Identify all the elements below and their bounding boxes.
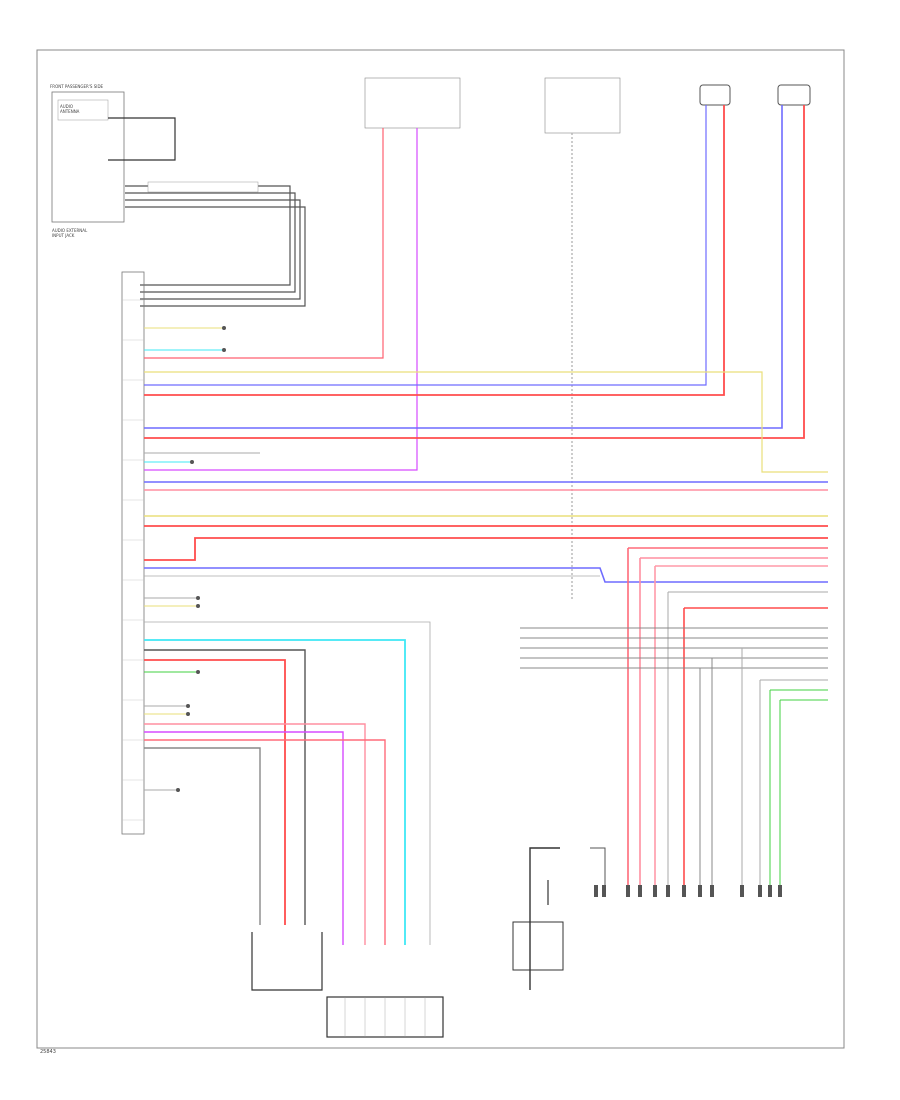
subwoofer-connector-row [594,885,782,897]
wire-group-right-mid [520,627,828,885]
svg-text:INPUT JACK: INPUT JACK [52,233,75,238]
wire-group-bottom-left [144,621,431,945]
top-left-module: FRONT PASSENGER'S SIDE AUDIO ANTENNA AUD… [50,84,176,238]
footer-code: 25843 [40,1049,56,1055]
svg-text:AUDIO EXTERNAL: AUDIO EXTERNAL [52,228,88,233]
top-connector-door-l [364,77,461,129]
top-connector-tweeter-l [777,84,811,106]
wire-yellow-right [144,371,828,473]
external-input [251,932,323,991]
top-connector-door-r [544,77,621,134]
svg-text:ANTENNA: ANTENNA [60,109,80,114]
short-stubs [144,326,260,464]
top-left-bundle [125,181,306,307]
usb-adapter [326,996,444,1038]
wire-group-top [144,105,805,600]
svg-text:FRONT PASSENGER'S SIDE: FRONT PASSENGER'S SIDE [50,84,104,89]
wire-group-right-drops [627,547,828,885]
audio-unit-connector [121,271,145,835]
svg-text:AUDIO: AUDIO [60,104,73,109]
wire-group-right [144,481,828,583]
gps-antenna [512,847,606,990]
diagram-frame [36,49,845,1049]
mid-stubs [144,596,200,792]
top-connector-tweeter-r [699,84,731,106]
